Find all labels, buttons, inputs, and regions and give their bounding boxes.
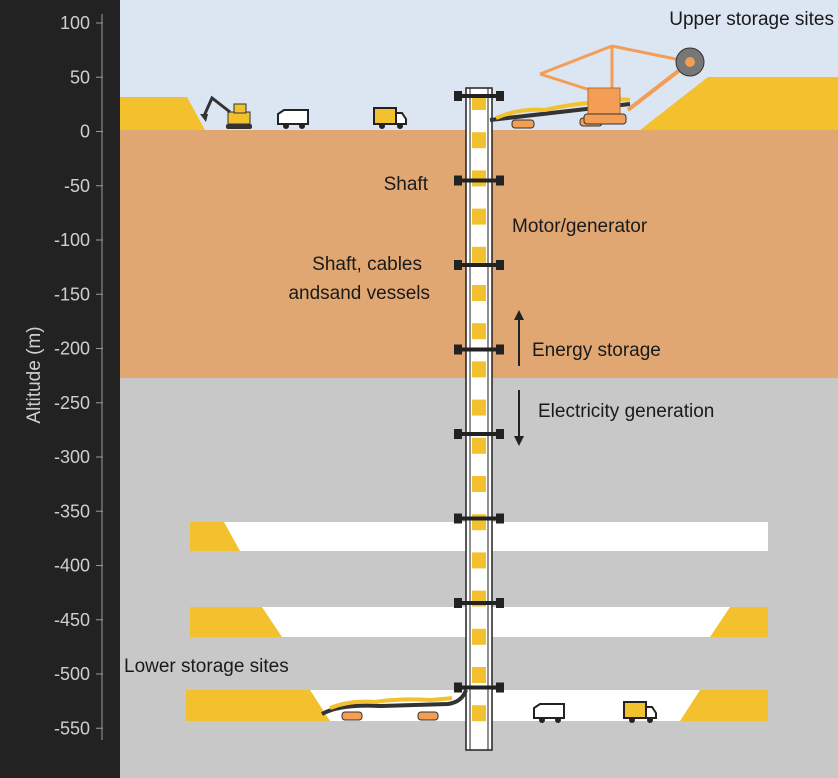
vessel-icon	[472, 399, 486, 416]
lower-conveyor-icon	[321, 689, 468, 721]
vessel-icon	[472, 323, 486, 340]
axis-tick-label: 100	[60, 13, 90, 33]
vessel-icon	[472, 285, 486, 301]
label-electricity-generation: Electricity generation	[538, 401, 714, 422]
label-shaft-cables-line2: andsand vessels	[288, 283, 430, 304]
label-shaft-cables-line1: Shaft, cables	[312, 254, 422, 275]
surface-sand-pile-right	[640, 77, 838, 130]
vessel-icon	[472, 246, 486, 263]
pulley-icon	[454, 429, 504, 439]
vessel-icon	[472, 667, 486, 683]
shaft	[454, 87, 504, 751]
vessel-icon	[472, 208, 486, 225]
axis-tick-label: -350	[54, 501, 90, 521]
pulley-icon	[454, 91, 504, 101]
truck-icon	[373, 107, 407, 129]
axis-tick-label: -450	[54, 610, 90, 630]
pulley-icon	[454, 260, 504, 270]
axis-tick-label: -150	[54, 284, 90, 304]
vessel-icon	[472, 476, 486, 492]
axis-tick-label: -300	[54, 447, 90, 467]
pulley-icon	[454, 175, 504, 186]
excavator-icon	[200, 95, 252, 129]
axis-tick-label: -100	[54, 230, 90, 250]
vessel-icon	[472, 705, 486, 722]
axis-tick-label: -250	[54, 393, 90, 413]
altitude-axis: 100 50 0 -50 -100 -150 -200 -250 -300 -350 -400 -45…	[54, 13, 103, 740]
axis-tick-label: 50	[70, 67, 90, 87]
vessel-icon	[472, 361, 486, 378]
axis-tick-label: -500	[54, 664, 90, 684]
vessel-icon	[472, 437, 486, 454]
axis-label: Altitude (m)	[24, 326, 45, 423]
vessel-icon	[472, 132, 486, 149]
vessel-icon	[472, 628, 486, 645]
vessel-icon	[472, 552, 486, 569]
vessel-icon	[472, 170, 486, 187]
axis-panel	[0, 0, 120, 778]
axis-tick-label: -50	[64, 176, 90, 196]
label-shaft: Shaft	[384, 174, 429, 195]
pulley-icon	[454, 513, 504, 524]
pulley-icon	[454, 344, 504, 355]
axis-tick-label: 0	[80, 122, 90, 142]
bucket-wheel-excavator-icon	[539, 44, 705, 125]
arrow-down-icon	[514, 390, 524, 446]
truck-icon	[623, 701, 657, 723]
axis-tick-label: -400	[54, 556, 90, 576]
label-energy-storage: Energy storage	[532, 340, 661, 361]
label-upper-storage-sites: Upper storage sites	[669, 9, 834, 30]
label-lower-storage-sites: Lower storage sites	[124, 656, 289, 677]
pulley-icon	[454, 682, 504, 693]
pulley-icon	[454, 598, 504, 608]
surface-sand-pile-left	[120, 97, 205, 130]
arrow-up-icon	[514, 310, 524, 366]
label-motor-generator: Motor/generator	[512, 216, 648, 237]
axis-tick-label: -200	[54, 339, 90, 359]
axis-tick-label: -550	[54, 718, 90, 738]
van-icon	[277, 109, 309, 129]
van-icon	[533, 703, 565, 723]
